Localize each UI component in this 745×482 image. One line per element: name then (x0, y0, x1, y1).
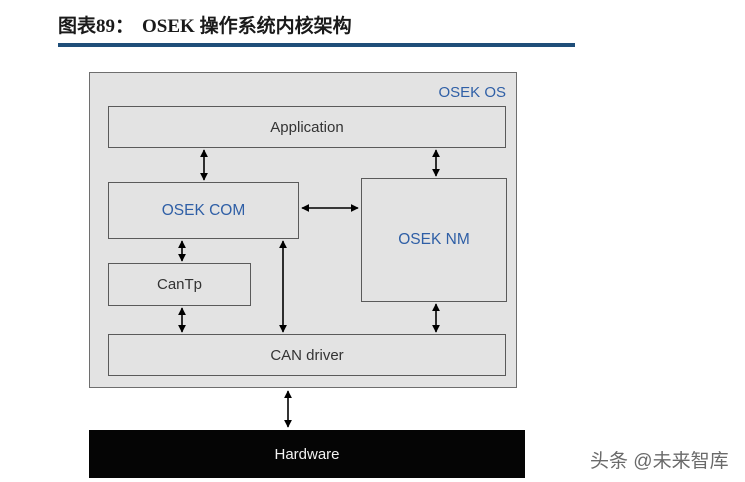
can-driver-box: CAN driver (108, 334, 506, 376)
figure-title: 图表89： OSEK 操作系统内核架构 (58, 11, 352, 38)
can-driver-label: CAN driver (270, 346, 344, 364)
hardware-label: Hardware (274, 445, 340, 463)
title-underline (58, 43, 575, 47)
figure-number: 图表89： (58, 16, 135, 37)
osek-com-label: OSEK COM (161, 201, 246, 219)
application-box: Application (108, 106, 506, 148)
figure-caption: OSEK 操作系统内核架构 (142, 16, 352, 37)
osek-nm-label: OSEK NM (398, 231, 470, 248)
application-label: Application (270, 118, 344, 136)
cantp-box: CanTp (108, 263, 251, 306)
osek-com-box: OSEK COM (108, 182, 299, 239)
osek-nm-box: OSEK NM (361, 178, 507, 302)
cantp-label: CanTp (156, 276, 203, 293)
watermark-text: 头条 @未来智库 (590, 451, 729, 472)
hardware-box: Hardware (89, 430, 525, 478)
osek-os-label: OSEK OS (438, 84, 506, 101)
